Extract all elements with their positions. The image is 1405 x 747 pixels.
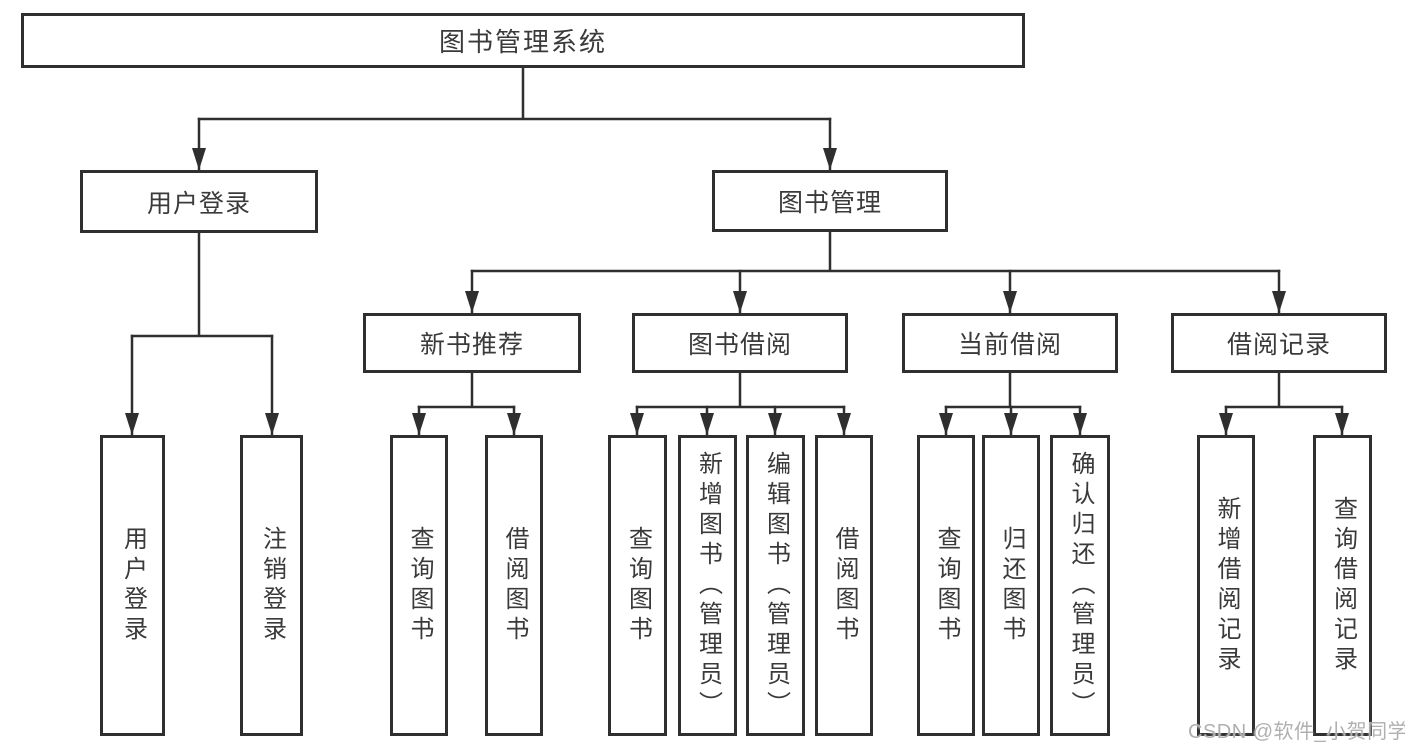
leaf-query-books-current-label: 查询图书 — [933, 525, 960, 646]
node-borrow-records-label: 借阅记录 — [1226, 331, 1331, 359]
leaf-query-books-borrowing-label: 查询图书 — [624, 525, 652, 646]
leaf-user-login: 用户登录 — [100, 435, 165, 736]
node-new-book-recommend-label: 新书推荐 — [419, 331, 524, 359]
node-current-borrowing: 当前借阅 — [902, 313, 1118, 373]
connector-book-borrowing — [630, 371, 851, 437]
node-book-borrowing-label: 图书借阅 — [687, 331, 792, 359]
leaf-add-books-admin-label: 新增图书（管理员） — [694, 450, 722, 721]
leaf-borrow-books-recommend: 借阅图书 — [485, 435, 543, 736]
leaf-confirm-return-admin-label: 确认归还（管理员） — [1067, 450, 1094, 721]
leaf-query-books-recommend-label: 查询图书 — [406, 525, 433, 646]
leaf-query-borrow-record: 查询借阅记录 — [1313, 435, 1372, 736]
node-book-borrowing: 图书借阅 — [632, 313, 848, 373]
leaf-confirm-return-admin: 确认归还（管理员） — [1050, 435, 1110, 736]
leaf-add-borrow-record: 新增借阅记录 — [1197, 435, 1255, 736]
node-root-label: 图书管理系统 — [438, 27, 607, 57]
leaf-query-books-recommend: 查询图书 — [390, 435, 448, 736]
leaf-add-books-admin: 新增图书（管理员） — [678, 435, 737, 736]
node-user-login: 用户登录 — [80, 170, 318, 233]
leaf-edit-books-admin-label: 编辑图书（管理员） — [762, 450, 790, 721]
connector-borrow-records — [1219, 371, 1349, 437]
connector-new-book-recommend — [412, 371, 521, 437]
csdn-watermark: CSDN @软件_小贺同学 — [1188, 721, 1405, 743]
leaf-return-books-label: 归还图书 — [998, 525, 1025, 646]
node-book-management-label: 图书管理 — [777, 189, 882, 217]
node-user-login-label: 用户登录 — [146, 189, 251, 218]
node-borrow-records: 借阅记录 — [1171, 313, 1387, 373]
leaf-query-books-borrowing: 查询图书 — [608, 435, 667, 736]
connector-current-borrowing — [939, 371, 1087, 437]
node-root: 图书管理系统 — [21, 13, 1025, 68]
leaf-logout-label: 注销登录 — [258, 525, 286, 646]
leaf-edit-books-admin: 编辑图书（管理员） — [746, 435, 805, 736]
connector-book-management — [465, 230, 1286, 315]
leaf-add-borrow-record-label: 新增借阅记录 — [1213, 495, 1240, 676]
connector-user-login — [125, 231, 279, 437]
leaf-borrow-books-borrowing: 借阅图书 — [815, 435, 873, 736]
connector-root — [192, 66, 837, 172]
node-current-borrowing-label: 当前借阅 — [957, 331, 1062, 359]
leaf-borrow-books-borrowing-label: 借阅图书 — [831, 525, 858, 646]
leaf-borrow-books-recommend-label: 借阅图书 — [501, 525, 528, 646]
leaf-return-books: 归还图书 — [982, 435, 1040, 736]
node-book-management: 图书管理 — [712, 170, 948, 232]
leaf-user-login-label: 用户登录 — [119, 525, 147, 646]
leaf-query-books-current: 查询图书 — [917, 435, 975, 736]
node-new-book-recommend: 新书推荐 — [363, 313, 581, 373]
leaf-query-borrow-record-label: 查询借阅记录 — [1329, 495, 1357, 676]
leaf-logout: 注销登录 — [240, 435, 303, 736]
